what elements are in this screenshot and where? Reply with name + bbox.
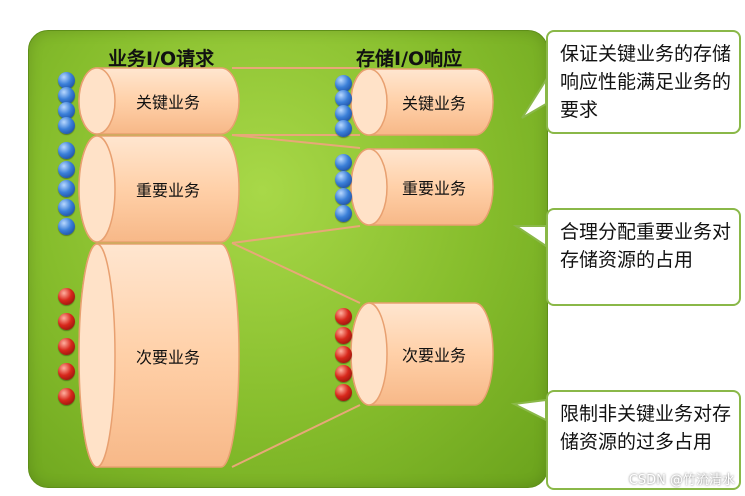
link-important-top — [231, 134, 361, 149]
blue-io-ball — [58, 72, 75, 89]
response-cylinder-important: 重要业务 — [350, 148, 494, 226]
blue-io-ball — [335, 171, 352, 188]
blue-io-ball — [58, 87, 75, 104]
blue-io-ball — [58, 199, 75, 216]
blue-io-ball — [335, 120, 352, 137]
callout-pointer-1 — [521, 76, 547, 119]
blue-io-ball — [58, 180, 75, 197]
blue-io-ball — [335, 188, 352, 205]
link-secondary-bottom — [231, 404, 361, 468]
blue-io-ball — [335, 105, 352, 122]
blue-io-ball — [58, 218, 75, 235]
red-io-ball — [335, 384, 352, 401]
blue-io-ball — [335, 90, 352, 107]
cylinder-shape — [78, 67, 240, 135]
callout-important: 合理分配重要业务对存储资源的占用 — [546, 208, 741, 306]
callout-text: 合理分配重要业务对存储资源的占用 — [560, 221, 732, 271]
request-cylinder-secondary: 次要业务 — [78, 243, 240, 468]
cylinder-shape — [350, 68, 494, 136]
callout-text: 保证关键业务的存储响应性能满足业务的要求 — [560, 43, 732, 121]
blue-io-ball — [335, 205, 352, 222]
cylinder-face — [78, 67, 116, 135]
cylinder-label: 关键业务 — [136, 93, 201, 112]
cylinder-face — [350, 68, 388, 136]
red-io-ball — [58, 338, 75, 355]
red-io-ball — [335, 327, 352, 344]
cylinder-shape — [350, 302, 494, 406]
red-io-ball — [335, 308, 352, 325]
response-cylinder-critical: 关键业务 — [350, 68, 494, 136]
responses-header: 存储I/O响应 — [356, 48, 463, 70]
blue-io-ball — [58, 161, 75, 178]
red-io-ball — [58, 363, 75, 380]
callout-critical: 保证关键业务的存储响应性能满足业务的要求 — [546, 30, 741, 134]
cylinder-shape — [78, 135, 240, 243]
cylinder-shape — [78, 243, 240, 468]
cylinder-shape — [350, 148, 494, 226]
cylinder-label: 关键业务 — [402, 94, 467, 113]
requests-header: 业务I/O请求 — [108, 48, 215, 70]
cylinder-face — [350, 302, 388, 406]
blue-io-ball — [58, 102, 75, 119]
red-io-ball — [335, 346, 352, 363]
response-cylinder-secondary: 次要业务 — [350, 302, 494, 406]
cylinder-face — [78, 243, 116, 468]
request-cylinder-important: 重要业务 — [78, 135, 240, 243]
callout-pointer-3 — [510, 398, 547, 422]
callout-secondary: 限制非关键业务对存储资源的过多占用 — [546, 390, 741, 490]
blue-io-ball — [58, 117, 75, 134]
red-io-ball — [58, 288, 75, 305]
red-io-ball — [58, 313, 75, 330]
callout-pointer-2 — [512, 225, 547, 248]
cylinder-label: 次要业务 — [136, 347, 201, 367]
cylinder-face — [78, 135, 116, 243]
red-io-ball — [335, 365, 352, 382]
cylinder-face — [350, 148, 388, 226]
request-cylinder-critical: 关键业务 — [78, 67, 240, 135]
blue-io-ball — [335, 154, 352, 171]
callout-text: 限制非关键业务对存储资源的过多占用 — [560, 403, 732, 453]
link-important-bottom — [231, 225, 361, 244]
cylinder-label: 次要业务 — [402, 346, 467, 365]
blue-io-ball — [335, 75, 352, 92]
blue-io-ball — [58, 142, 75, 159]
link-secondary-top — [231, 242, 361, 304]
cylinder-label: 重要业务 — [402, 179, 467, 198]
watermark: CSDN @竹流清水 — [628, 473, 735, 488]
cylinder-label: 重要业务 — [136, 181, 201, 200]
red-io-ball — [58, 388, 75, 405]
